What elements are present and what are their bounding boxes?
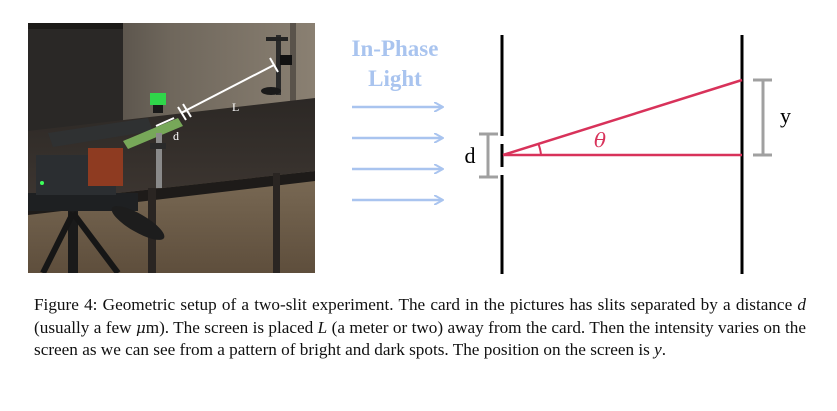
caption-symbol-y: y xyxy=(654,340,662,359)
caption-part4: (a meter or two) away from the card. The… xyxy=(34,317,806,360)
photo-L-tick-a xyxy=(177,106,187,121)
photo-green-light xyxy=(150,93,166,105)
apparatus-photo: L d xyxy=(28,23,315,273)
diagram-label-theta: θ xyxy=(594,128,606,152)
photo-screen-stand xyxy=(276,35,281,95)
caption-lead: Figure 4: Geometric setup of a two-slit … xyxy=(34,295,798,314)
two-slit-diagram-svg: In-Phase Light d θ y xyxy=(352,35,791,274)
caption-symbol-L: L xyxy=(317,317,328,337)
photo-label-d: d xyxy=(173,129,179,143)
diagram-label-y: y xyxy=(780,103,791,128)
caption-part2: (usually a few xyxy=(34,317,136,337)
caption-part3: m). The screen is placed xyxy=(145,317,318,337)
theta-arc xyxy=(537,142,542,156)
light-label-line1: In-Phase xyxy=(352,36,439,61)
photo-laser-beam xyxy=(123,118,183,149)
diagram-label-d: d xyxy=(465,143,476,168)
photo-L-line xyxy=(180,64,275,114)
photo-laser-tube xyxy=(48,118,153,147)
photo-L-tick-b xyxy=(182,103,192,118)
light-label-line2: Light xyxy=(368,66,422,91)
caption-symbol-d: d xyxy=(797,295,806,314)
ray-angled xyxy=(502,78,743,157)
photo-L-tick-end xyxy=(269,57,279,73)
two-slit-diagram: In-Phase Light d θ y xyxy=(330,23,810,278)
photo-stand xyxy=(28,193,138,211)
apparatus-photo-drawing: L d xyxy=(28,23,315,273)
figure-caption: Figure 4: Geometric setup of a two-slit … xyxy=(34,294,806,362)
photo-card-post xyxy=(156,133,162,188)
photo-red-block xyxy=(88,148,123,186)
caption-tail: . xyxy=(661,340,667,359)
caption-symbol-mu: μ xyxy=(135,318,146,337)
photo-d-line xyxy=(155,117,175,127)
photo-label-L: L xyxy=(232,100,239,114)
